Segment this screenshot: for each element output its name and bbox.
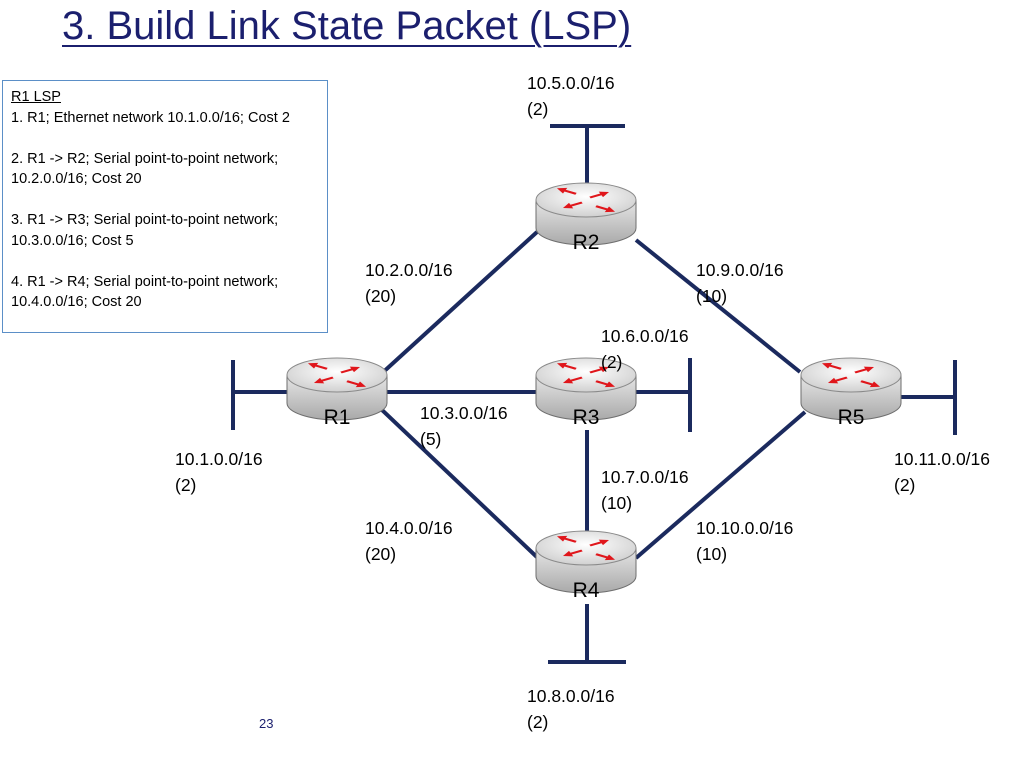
lsp-box: R1 LSP 1. R1; Ethernet network 10.1.0.0/…	[2, 80, 328, 333]
router-r4-label: R4	[573, 579, 600, 602]
router-r3: R3	[536, 358, 636, 429]
router-r5-label: R5	[838, 406, 865, 429]
label-net-10-10: 10.10.0.0/16 (10)	[696, 518, 794, 564]
link-r4-r5	[634, 410, 807, 560]
label-net-10-2: 10.2.0.0/16 (20)	[365, 260, 453, 306]
label-net-10-4: 10.4.0.0/16 (20)	[365, 518, 453, 564]
router-r1: R1	[287, 358, 387, 429]
router-r2: R2	[536, 183, 636, 254]
label-net-10-3: 10.3.0.0/16 (5)	[420, 403, 508, 449]
lsp-item-1: 1. R1; Ethernet network 10.1.0.0/16; Cos…	[11, 109, 290, 126]
label-net-10-7: 10.7.0.0/16 (10)	[601, 467, 689, 513]
lsp-heading: R1 LSP	[11, 89, 61, 105]
link-r1-r4	[380, 408, 542, 562]
slide-title: 3. Build Link State Packet (LSP)	[62, 4, 632, 48]
label-net-10-1: 10.1.0.0/16 (2)	[175, 449, 263, 495]
lsp-item-3: 3. R1 -> R3; Serial point-to-point netwo…	[11, 212, 279, 249]
router-r2-label: R2	[573, 231, 600, 254]
label-net-10-8: 10.8.0.0/16 (2)	[527, 686, 615, 732]
link-r2-r5	[634, 238, 802, 374]
ethernet-10-6	[636, 358, 692, 432]
lsp-item-2: 2. R1 -> R2; Serial point-to-point netwo…	[11, 150, 279, 188]
router-r3-label: R3	[573, 406, 600, 429]
label-net-10-9: 10.9.0.0/16 (10)	[696, 260, 784, 306]
ethernet-10-5	[550, 124, 625, 183]
router-r1-label: R1	[324, 406, 351, 429]
router-r5: R5	[801, 358, 901, 429]
label-net-10-6: 10.6.0.0/16 (2)	[601, 326, 689, 372]
label-net-10-5: 10.5.0.0/16 (2)	[527, 73, 615, 119]
label-net-10-11: 10.11.0.0/16 (2)	[894, 449, 991, 495]
ethernet-10-8	[548, 604, 626, 664]
link-r1-r2	[378, 230, 539, 377]
page-number: 23	[259, 716, 274, 731]
ethernet-10-1	[231, 360, 290, 430]
router-r4: R4	[536, 531, 636, 602]
lsp-item-4: 4. R1 -> R4; Serial point-to-point netwo…	[11, 273, 279, 311]
ethernet-10-11	[900, 360, 957, 435]
